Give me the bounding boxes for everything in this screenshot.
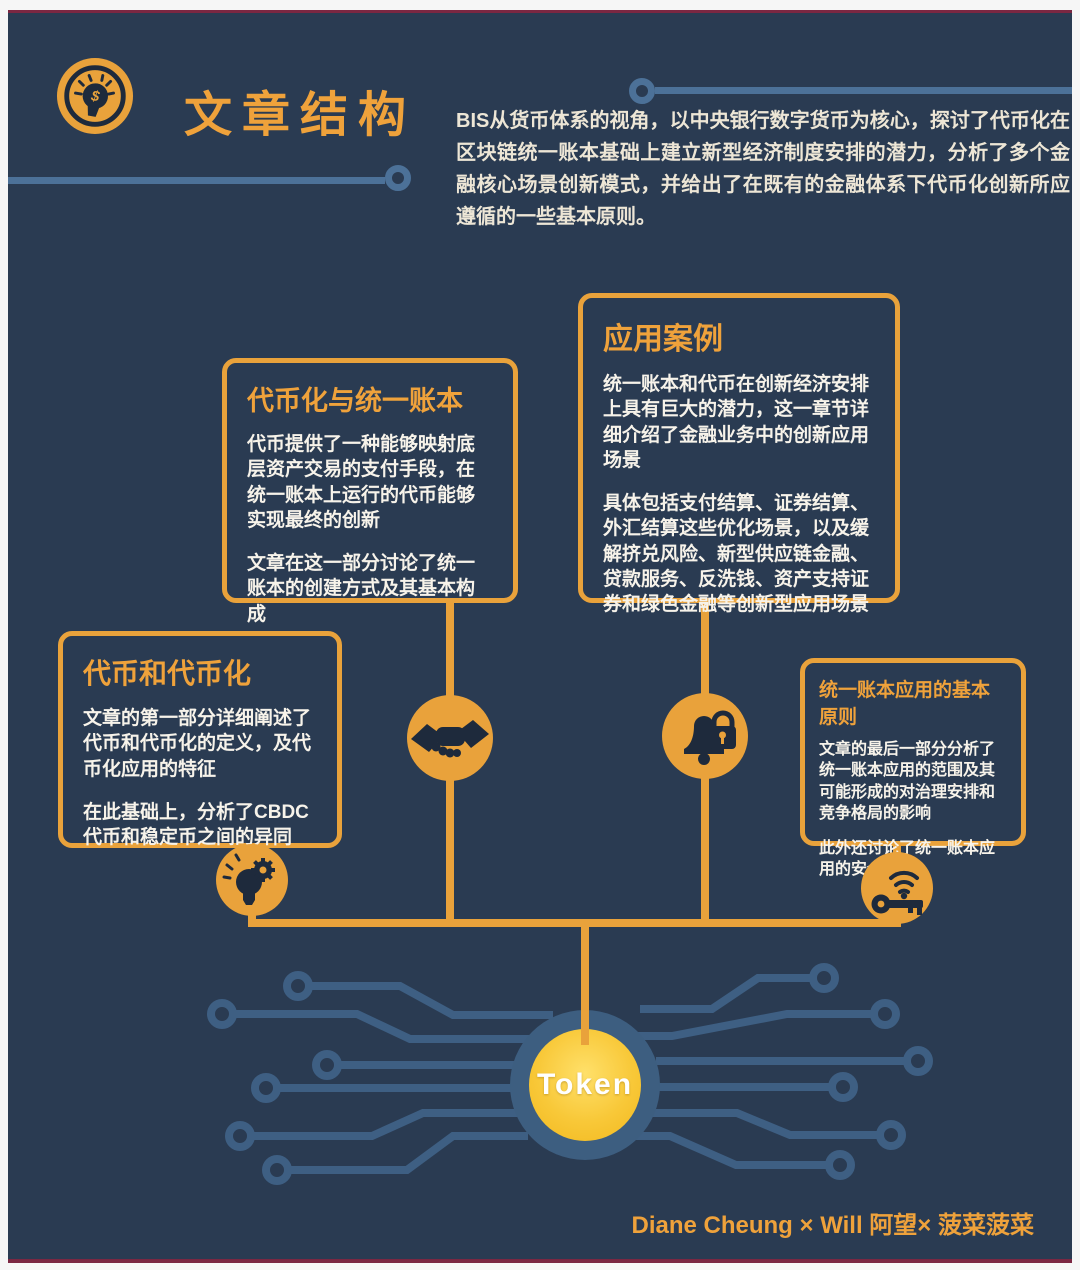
content-box-ledger-principles: 统一账本应用的基本原则 文章的最后一部分分析了统一账本应用的范围及其可能形成的对… bbox=[800, 658, 1026, 878]
bulb-dollar-icon: $ bbox=[56, 57, 134, 135]
intro-text: BIS从货币体系的视角，以中央银行数字货币为核心，探讨了代币化在区块链统一账本基… bbox=[456, 110, 1070, 228]
credits-text: Diane Cheung × Will 阿望× 菠菜菠菜 bbox=[631, 1212, 1035, 1239]
box-paragraph: 具体包括支付结算、证券结算、外汇结算这些优化场景，以及缓解挤兑风险、新型供应链金… bbox=[603, 493, 870, 616]
header-rule-right-node bbox=[629, 78, 655, 104]
handshake-icon bbox=[407, 695, 493, 781]
header-rule-left bbox=[8, 177, 385, 184]
box-title: 代币化与统一账本 bbox=[247, 386, 463, 416]
page-title: 文章结构 bbox=[184, 89, 417, 142]
bell-lock-icon bbox=[662, 693, 748, 779]
content-box-tokenization-ledger: 代币化与统一账本 代币提供了一种能够映射底层资产交易的支付手段，在统一账本上运行… bbox=[222, 358, 518, 625]
key-wifi-icon bbox=[861, 852, 933, 924]
box-title: 代币和代币化 bbox=[83, 658, 252, 689]
box-title: 应用案例 bbox=[603, 323, 723, 356]
header-rule-left-node bbox=[385, 165, 411, 191]
connector-bus-line bbox=[248, 919, 901, 927]
svg-text:$: $ bbox=[89, 88, 102, 105]
box-paragraph: 文章的第一部分详细阐述了代币和代币化的定义，及代币化应用的特征 bbox=[83, 708, 312, 780]
infographic-canvas: $ 文章结构 BIS从货币体系的视角，以中央银行数字货币为核心，探讨了代币化在区… bbox=[8, 10, 1072, 1263]
content-box-token-and-tokenization: 代币和代币化 文章的第一部分详细阐述了代币和代币化的定义，及代币化应用的特征 在… bbox=[58, 631, 342, 848]
box-paragraph: 统一账本和代币在创新经济安排上具有巨大的潜力，这一章节详细介绍了金融业务中的创新… bbox=[603, 374, 870, 471]
token-coin: Token bbox=[529, 1029, 641, 1141]
box-paragraph: 代币提供了一种能够映射底层资产交易的支付手段，在统一账本上运行的代币能够实现最终… bbox=[247, 434, 476, 531]
token-label: Token bbox=[536, 1068, 634, 1101]
connector-line-to-token bbox=[581, 919, 589, 1045]
idea-gear-icon bbox=[216, 844, 288, 916]
header-rule-right bbox=[655, 87, 1072, 94]
content-box-use-cases: 应用案例 统一账本和代币在创新经济安排上具有巨大的潜力，这一章节详细介绍了金融业… bbox=[578, 293, 900, 615]
circuit-pattern-graphic bbox=[207, 963, 933, 1185]
box-paragraph: 文章在这一部分讨论了统一账本的创建方式及其基本构成 bbox=[247, 553, 476, 625]
box-paragraph: 在此基础上，分析了CBDC代币和稳定币之间的异同 bbox=[83, 801, 309, 849]
box-title: 统一账本应用的基本原则 bbox=[819, 680, 991, 728]
box-paragraph: 文章的最后一部分分析了统一账本应用的范围及其可能形成的对治理安排和竞争格局的影响 bbox=[819, 741, 996, 822]
